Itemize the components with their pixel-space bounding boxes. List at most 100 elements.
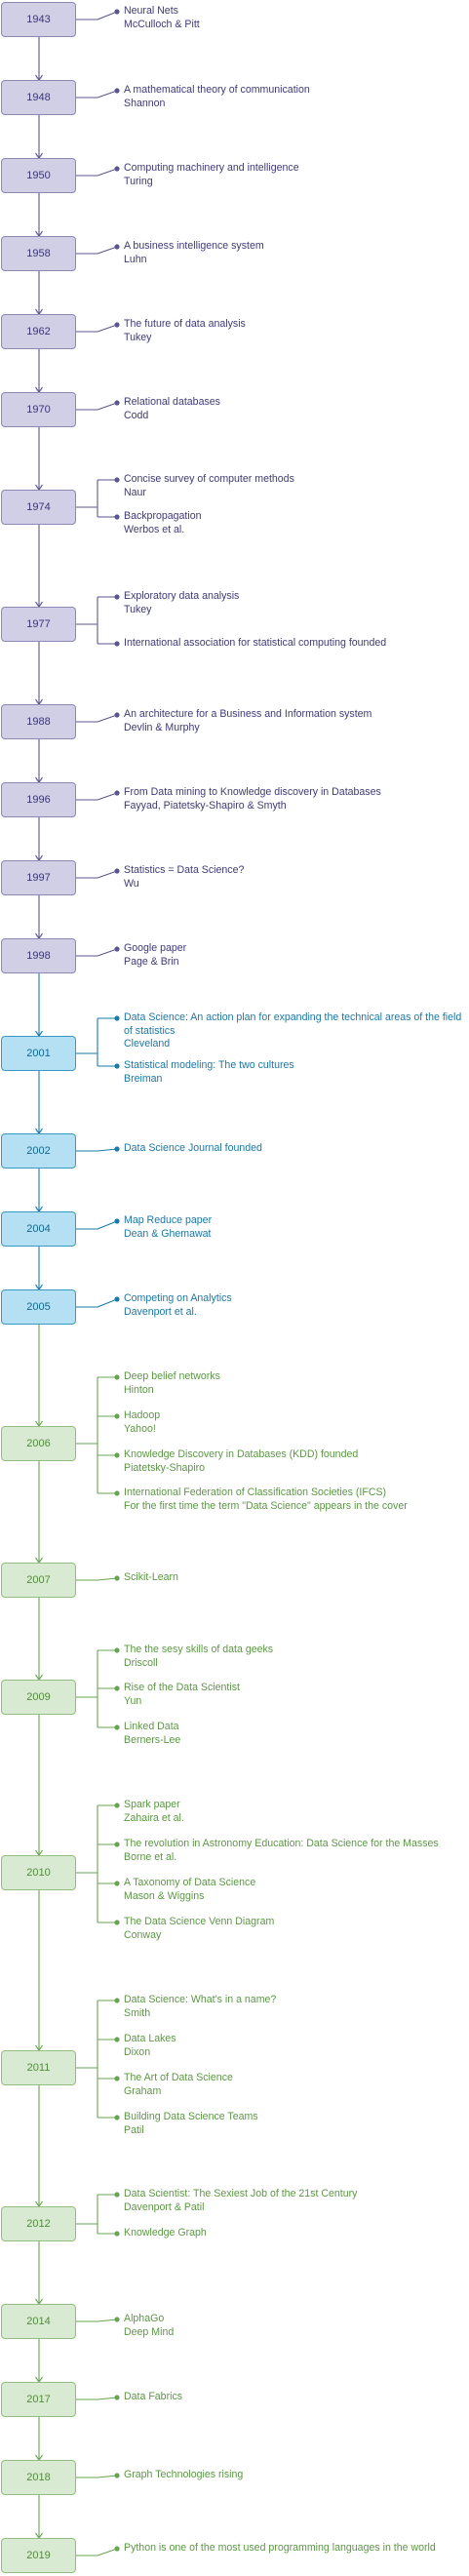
connector-line [97, 2548, 118, 2556]
entry-author: Devlin & Murphy [124, 721, 200, 733]
entry-author: Berners-Lee [124, 1733, 181, 1746]
entry-title: From Data mining to Knowledge discovery … [124, 786, 381, 798]
year-box: 1996 [1, 782, 76, 817]
entry-title: A business intelligence system [124, 240, 264, 252]
entry-author: Shannon [124, 97, 166, 109]
entry-dot [114, 2317, 120, 2322]
entry-author: Deep Mind [124, 2325, 175, 2338]
entry-title: Concise survey of computer methods [124, 473, 294, 485]
entry-author: Yahoo! [124, 1422, 156, 1435]
connector-line [97, 2318, 118, 2322]
connector-line [97, 870, 118, 879]
entry-dot [114, 1803, 120, 1808]
timeline-entry: Statistics = Data Science?Wu [124, 864, 467, 891]
year-box: 2011 [1, 2050, 76, 2085]
entry-title: Data Science: An action plan for expandi… [124, 1011, 462, 1037]
year-box: 1997 [1, 860, 76, 895]
entry-title: Building Data Science Teams [124, 2111, 258, 2122]
year-box: 2009 [1, 1680, 76, 1715]
entry-author: Dean & Ghemawat [124, 1227, 212, 1240]
entry-dot [114, 1146, 120, 1152]
entry-author: Davenport et al. [124, 1305, 197, 1318]
entry-title: The Data Science Venn Diagram [124, 1916, 275, 1927]
entry-title: Rise of the Data Scientist [124, 1682, 240, 1693]
entry-title: An architecture for a Business and Infor… [124, 708, 372, 720]
year-box: 2012 [1, 2206, 76, 2241]
entry-author: For the first time the term "Data Scienc… [124, 1499, 408, 1512]
entry-dot [114, 1063, 120, 1069]
entry-title: Spark paper [124, 1799, 180, 1810]
entry-author: Breiman [124, 1072, 163, 1085]
entry-title: Google paper [124, 942, 187, 954]
timeline-entry: Graph Technologies rising [124, 2469, 467, 2482]
entry-title: Scikit-Learn [124, 1571, 178, 1583]
year-box: 1998 [1, 938, 76, 973]
year-box: 1977 [1, 607, 76, 642]
timeline-entry: Data Science: What's in a name?Smith [124, 1994, 467, 2020]
year-box: 1988 [1, 704, 76, 739]
entry-dot [114, 2546, 120, 2552]
entry-dot [114, 1881, 120, 1886]
year-box: 1962 [1, 314, 76, 349]
entry-author: Hinton [124, 1383, 154, 1396]
connector-line [97, 11, 118, 20]
entry-dot [114, 1296, 120, 1302]
entry-dot [114, 2115, 120, 2120]
entry-author: Smith [124, 2006, 151, 2019]
entry-dot [114, 2473, 120, 2478]
entry-title: The future of data analysis [124, 318, 246, 330]
entry-author: Page & Brin [124, 955, 179, 968]
timeline-entry: International Federation of Classificati… [124, 1486, 467, 1513]
entry-author: Davenport & Patil [124, 2200, 205, 2213]
entry-author: McCulloch & Pitt [124, 18, 200, 30]
entry-title: International association for statistica… [124, 637, 387, 649]
entry-dot [114, 244, 120, 250]
entry-author: Driscoll [124, 1656, 158, 1669]
entry-title: Graph Technologies rising [124, 2469, 244, 2480]
connector-line [97, 1577, 118, 1581]
entry-dot [114, 1452, 120, 1458]
entry-author: Tukey [124, 603, 152, 615]
connector-line [97, 168, 118, 177]
entry-title: Data Scientist: The Sexiest Job of the 2… [124, 2188, 358, 2200]
entry-author: Luhn [124, 253, 147, 265]
entry-title: Data Science Journal founded [124, 1142, 262, 1154]
year-box: 2001 [1, 1036, 76, 1071]
entry-dot [114, 9, 120, 15]
year-box: 2018 [1, 2460, 76, 2495]
connector-line [97, 2397, 118, 2400]
entry-dot [114, 641, 120, 647]
entry-title: A Taxonomy of Data Science [124, 1877, 256, 1888]
entry-title: Neural Nets [124, 5, 178, 17]
entry-title: Data Fabrics [124, 2391, 183, 2402]
connector-line [97, 324, 118, 333]
entry-title: Exploratory data analysis [124, 590, 240, 602]
entry-title: The Art of Data Science [124, 2072, 233, 2083]
connector-line [97, 792, 118, 801]
connector-line [97, 1148, 118, 1152]
year-box: 1958 [1, 236, 76, 271]
timeline-entry: Knowledge Graph [124, 2227, 467, 2240]
entry-title: Data Lakes [124, 2033, 176, 2044]
entry-dot [114, 594, 120, 600]
year-box: 2005 [1, 1289, 76, 1325]
entry-author: Yun [124, 1694, 142, 1707]
entry-dot [114, 400, 120, 406]
entry-title: Competing on Analytics [124, 1292, 232, 1304]
year-box: 2010 [1, 1855, 76, 1890]
entry-title: Hadoop [124, 1409, 161, 1421]
